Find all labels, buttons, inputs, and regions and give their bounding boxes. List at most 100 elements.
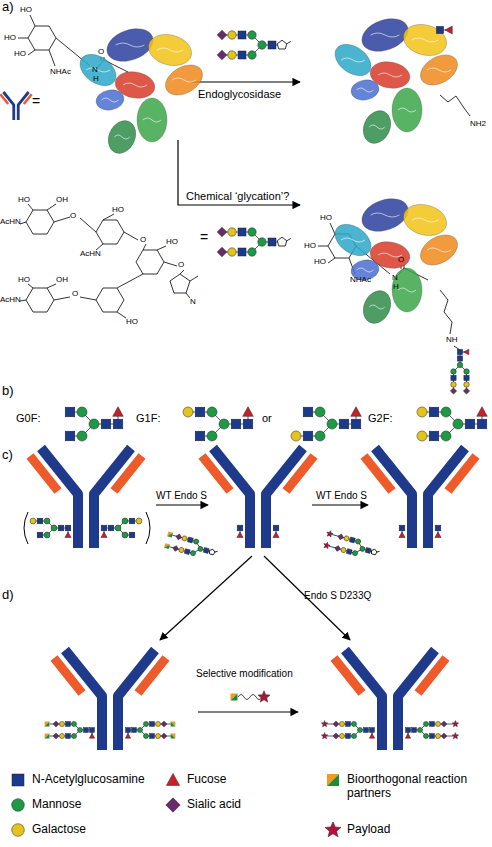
galactose-symbol	[464, 382, 469, 387]
strand-detail	[123, 83, 147, 87]
methyl-bond	[215, 551, 218, 553]
protein-domain	[392, 88, 422, 132]
glcnac-symbol	[58, 525, 64, 531]
bioorthogonal-half	[164, 543, 170, 549]
glcnac-symbol	[65, 407, 75, 417]
bioorthogonal-half	[231, 694, 238, 701]
glcnac-symbol	[37, 518, 43, 524]
light-chain	[30, 456, 142, 491]
antibody	[30, 448, 142, 548]
strand-detail	[357, 268, 374, 272]
glcnac-symbol	[273, 525, 279, 531]
fucose-symbol	[445, 26, 452, 34]
legend-swatch	[165, 797, 181, 813]
galactose-symbol	[417, 431, 427, 441]
bioorthogonal-half	[45, 722, 50, 727]
galactose-symbol	[155, 733, 160, 738]
panel-letter: a)	[2, 0, 14, 14]
atom-label: OH	[56, 276, 68, 285]
strand-detail	[341, 238, 365, 242]
atom-label: HO	[14, 50, 26, 59]
galactose-symbol	[30, 518, 36, 524]
glycan	[273, 525, 279, 537]
mannose-symbol	[77, 727, 82, 732]
protein-domain	[392, 268, 422, 312]
atom-label: N	[92, 66, 98, 75]
strand-detail	[412, 218, 438, 222]
bioorthogonal-half	[164, 543, 170, 549]
bioorthogonal-half	[327, 774, 339, 786]
galactose-symbol	[228, 31, 236, 39]
sialic-acid-symbol	[161, 733, 167, 739]
arrow-label: WT Endo S	[316, 490, 367, 501]
atom-label: HO	[112, 206, 124, 215]
mannose-symbol	[207, 431, 217, 441]
protein-domain	[415, 229, 463, 272]
atom-label: HO	[126, 318, 138, 327]
mannose-symbol	[248, 31, 256, 39]
heavy-chain	[41, 448, 131, 548]
glcnac-symbol	[412, 728, 417, 733]
bioorthogonal-half	[171, 722, 176, 727]
legend-entry: Galactose	[10, 822, 86, 838]
payload-star	[321, 733, 327, 739]
panel-letter: d)	[2, 588, 14, 602]
galactose-symbol	[59, 721, 64, 726]
glycan	[323, 530, 382, 562]
sialic-acid-symbol	[333, 733, 339, 739]
mannose-symbol	[355, 538, 361, 544]
equals-sign: =	[200, 230, 208, 245]
mannose-symbol	[122, 518, 128, 524]
strand-detail	[102, 98, 119, 102]
fucose-symbol	[101, 532, 107, 538]
glcnac-symbol	[101, 525, 107, 531]
legend-text: Payload	[347, 822, 390, 836]
glycan	[237, 525, 243, 537]
antibody-ribbon	[74, 23, 208, 158]
legend-text: Bioorthogonal reaction partners	[347, 772, 487, 801]
glycoform-label: G0F:	[16, 412, 40, 424]
galactose-symbol	[343, 535, 349, 541]
legend-entry: Payload	[325, 822, 390, 838]
heavy-chain	[213, 448, 303, 548]
sialic-acid-symbol	[53, 733, 59, 739]
strand-detail	[143, 118, 161, 122]
mannose-symbol	[122, 532, 128, 538]
atom-label: NHAc	[50, 68, 71, 77]
legend-text: Galactose	[32, 822, 86, 836]
glcnac-symbol	[129, 518, 135, 524]
protein-domain	[400, 20, 450, 60]
mannose-symbol	[315, 431, 325, 441]
glcnac-symbol	[451, 375, 456, 380]
bioorthogonal-half	[167, 532, 173, 538]
glycoform-label: G1F:	[136, 412, 160, 424]
fucose-symbol	[369, 733, 374, 738]
bioorthogonal-half	[327, 774, 339, 786]
mannose-symbol	[359, 546, 365, 552]
arrow-label: Chemical ‘glycation’?	[186, 190, 289, 202]
reaction-arrow	[156, 504, 208, 505]
galactose-symbol	[435, 733, 440, 738]
glcnac-symbol	[195, 407, 205, 417]
glcnac-symbol	[187, 537, 193, 543]
glcnac-symbol	[430, 722, 435, 727]
mannose-symbol	[197, 546, 203, 552]
glycan	[101, 518, 142, 538]
sialic-acid-symbol	[217, 227, 227, 237]
glcnac-symbol	[65, 431, 75, 441]
galactose-symbol	[417, 407, 427, 417]
strand-detail	[172, 78, 196, 82]
light-chain	[54, 658, 166, 693]
bioorthogonal-half	[45, 734, 50, 739]
glcnac-symbol	[65, 525, 71, 531]
bioorthogonal-half	[231, 694, 238, 701]
glcnac-symbol	[150, 734, 155, 739]
legend-entry: Fucose	[165, 772, 226, 788]
glcnac-symbol	[365, 548, 371, 554]
reaction-arrow	[178, 140, 300, 205]
payload-star	[452, 733, 458, 739]
arrows	[156, 82, 368, 712]
galactose-symbol	[291, 431, 301, 441]
atom-label: NH	[446, 336, 458, 345]
